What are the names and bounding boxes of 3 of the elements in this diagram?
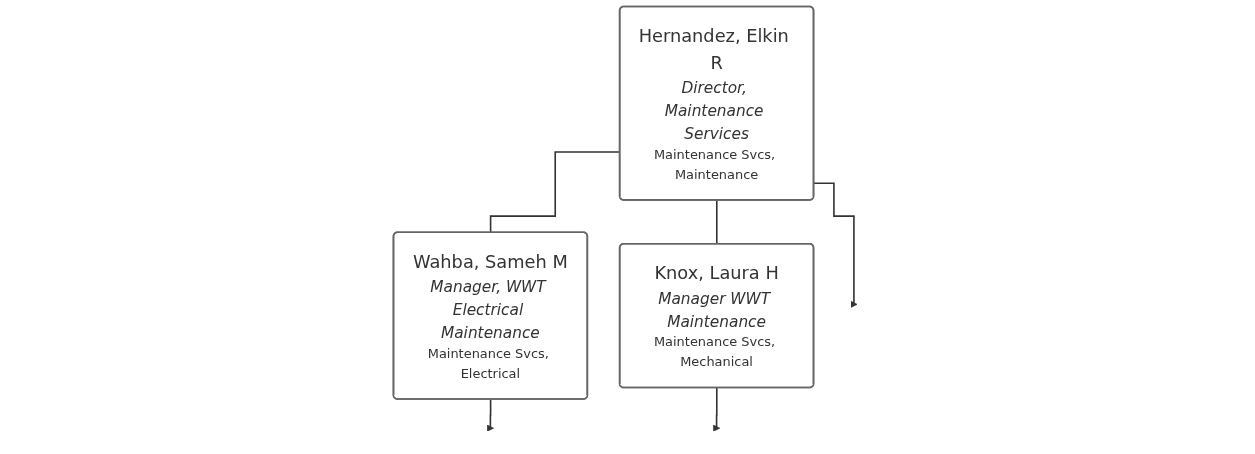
arrow: [486, 398, 494, 432]
arrow: [712, 387, 720, 432]
connector: [715, 199, 718, 245]
